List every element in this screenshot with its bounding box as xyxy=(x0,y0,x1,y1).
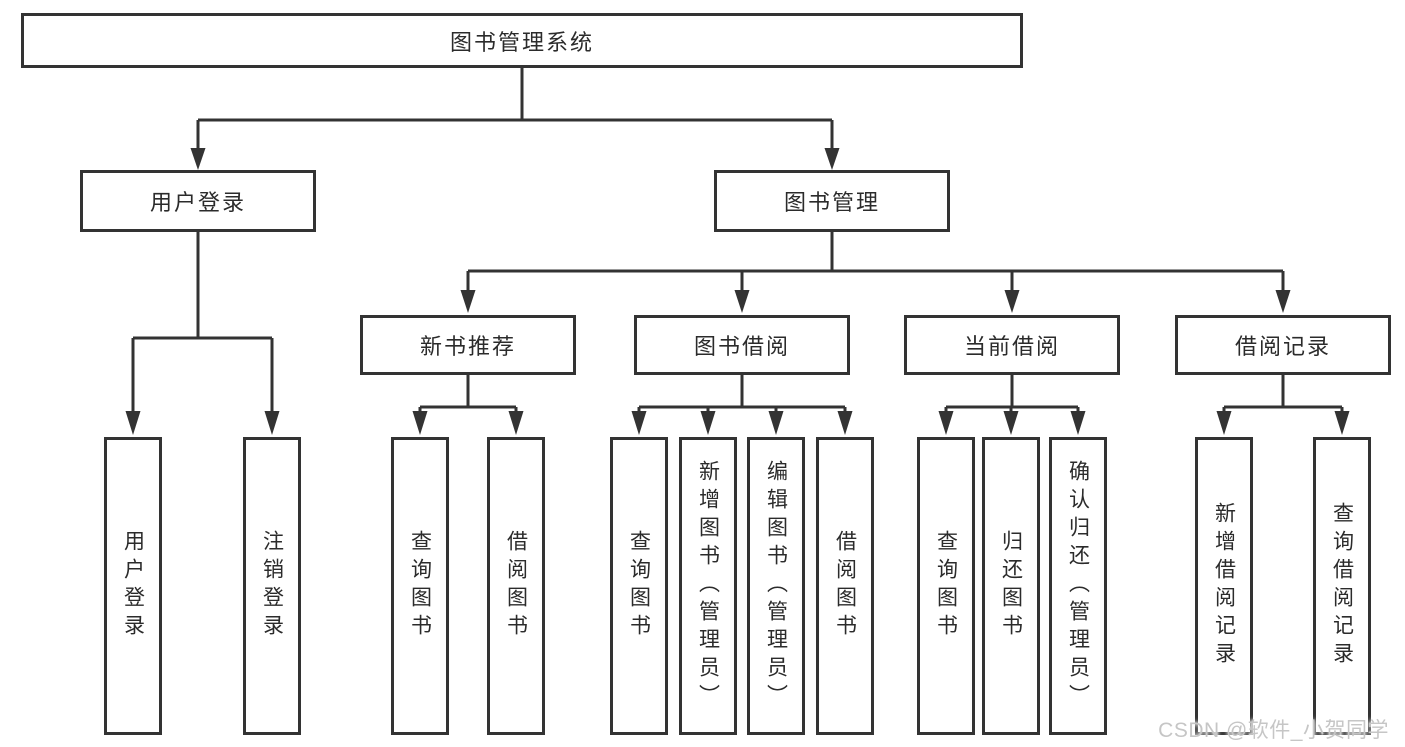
node-book-borrowing: 图书借阅 xyxy=(634,315,850,375)
leaf-confirm-return-admin: 确认归还（管理员） xyxy=(1049,437,1107,735)
edge-root-to-branches xyxy=(190,68,840,170)
leaf-label: 查询借阅记录 xyxy=(1330,502,1354,670)
leaf-label: 用户登录 xyxy=(121,530,145,642)
edge-new-books-to-leaves xyxy=(412,375,524,435)
leaf-logout: 注销登录 xyxy=(243,437,301,735)
edge-user-login-to-leaves xyxy=(125,232,280,435)
node-label: 借阅记录 xyxy=(1234,334,1331,359)
leaf-label: 查询图书 xyxy=(934,530,958,642)
leaf-borrow-books-recommend: 借阅图书 xyxy=(487,437,545,735)
node-label: 图书管理系统 xyxy=(449,29,594,55)
csdn-watermark: CSDN @软件_小贺同学 xyxy=(1158,719,1389,742)
leaf-query-books-borrowing: 查询图书 xyxy=(610,437,668,735)
leaf-label: 查询图书 xyxy=(408,530,432,642)
leaf-label: 新增图书（管理员） xyxy=(696,460,720,712)
node-label: 用户登录 xyxy=(149,190,246,215)
node-label: 新书推荐 xyxy=(419,334,516,359)
edge-book-borrow-to-leaves xyxy=(631,375,853,435)
node-user-login-branch: 用户登录 xyxy=(80,170,316,232)
edge-current-borrow-to-leaves xyxy=(938,375,1086,435)
node-label: 图书管理 xyxy=(783,190,880,215)
leaf-query-books-recommend: 查询图书 xyxy=(391,437,449,735)
node-current-borrowing: 当前借阅 xyxy=(904,315,1120,375)
leaf-query-books-current: 查询图书 xyxy=(917,437,975,735)
node-label: 当前借阅 xyxy=(963,334,1060,359)
leaf-label: 注销登录 xyxy=(260,530,284,642)
leaf-label: 新增借阅记录 xyxy=(1212,502,1236,670)
leaf-add-borrow-record: 新增借阅记录 xyxy=(1195,437,1253,735)
leaf-label: 借阅图书 xyxy=(833,530,857,642)
leaf-add-book-admin: 新增图书（管理员） xyxy=(679,437,737,735)
leaf-label: 编辑图书（管理员） xyxy=(764,460,788,712)
leaf-return-book: 归还图书 xyxy=(982,437,1040,735)
leaf-label: 确认归还（管理员） xyxy=(1066,460,1090,712)
leaf-label: 归还图书 xyxy=(999,530,1023,642)
node-borrowing-records: 借阅记录 xyxy=(1175,315,1391,375)
edge-book-mgmt-to-modules xyxy=(460,232,1291,313)
node-library-system: 图书管理系统 xyxy=(21,13,1023,68)
node-book-management-branch: 图书管理 xyxy=(714,170,950,232)
leaf-borrow-books-borrowing: 借阅图书 xyxy=(816,437,874,735)
edge-borrow-records-to-leaves xyxy=(1216,375,1350,435)
node-label: 图书借阅 xyxy=(693,334,790,359)
leaf-label: 借阅图书 xyxy=(504,530,528,642)
leaf-query-borrow-record: 查询借阅记录 xyxy=(1313,437,1371,735)
leaf-edit-book-admin: 编辑图书（管理员） xyxy=(747,437,805,735)
node-new-book-recommend: 新书推荐 xyxy=(360,315,576,375)
leaf-label: 查询图书 xyxy=(627,530,651,642)
leaf-user-login: 用户登录 xyxy=(104,437,162,735)
